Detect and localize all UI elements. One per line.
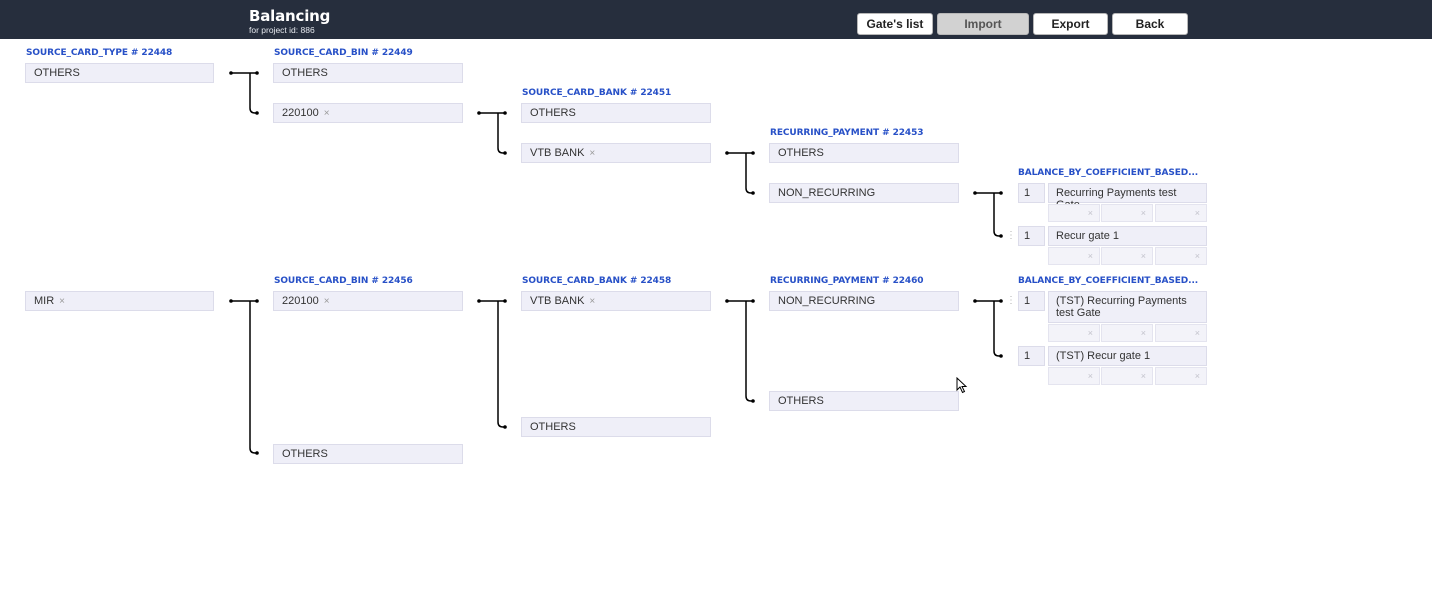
remove-icon[interactable]: × — [59, 296, 66, 307]
gate-name-field[interactable]: (TST) Recurring Payments test Gate — [1048, 291, 1207, 323]
remove-icon[interactable]: × — [1194, 328, 1200, 338]
remove-icon[interactable]: × — [1194, 371, 1200, 381]
gate-sub-field[interactable]: × — [1048, 367, 1100, 385]
gate-sub-field[interactable]: × — [1048, 324, 1100, 342]
gate-count-field[interactable]: 1 — [1018, 183, 1045, 203]
bank-value-field[interactable]: VTB BANK× — [521, 291, 711, 311]
bin-value-field[interactable]: 220100× — [273, 103, 463, 123]
gate-count-field[interactable]: 1 — [1018, 226, 1045, 246]
back-button[interactable]: Back — [1112, 13, 1188, 35]
recurring-others-field[interactable]: OTHERS — [769, 391, 959, 411]
balance-by-coefficient-label: BALANCE_BY_COEFFICIENT_BASED... — [1018, 276, 1199, 286]
remove-icon[interactable]: × — [1087, 371, 1093, 381]
remove-icon[interactable]: × — [1140, 371, 1146, 381]
remove-icon[interactable]: × — [589, 148, 596, 159]
project-id-subtitle: for project id: 886 — [249, 25, 315, 35]
gate-sub-field[interactable]: × — [1101, 367, 1153, 385]
remove-icon[interactable]: × — [323, 296, 330, 307]
import-button[interactable]: Import — [937, 13, 1029, 35]
gate-sub-field[interactable]: × — [1048, 247, 1100, 265]
gates-list-button[interactable]: Gate's list — [857, 13, 933, 35]
gate-sub-field[interactable]: × — [1101, 204, 1153, 222]
recurring-payment-label: RECURRING_PAYMENT # 22460 — [770, 276, 924, 286]
drag-handle-icon[interactable]: ⋮⋮ — [1006, 295, 1025, 306]
card-type-mir-field[interactable]: MIR× — [25, 291, 214, 311]
balance-by-coefficient-label: BALANCE_BY_COEFFICIENT_BASED... — [1018, 168, 1199, 178]
gate-count-field[interactable]: 1 — [1018, 291, 1045, 311]
bin-others-field[interactable]: OTHERS — [273, 63, 463, 83]
remove-icon[interactable]: × — [1087, 251, 1093, 261]
bin-others-field[interactable]: OTHERS — [273, 444, 463, 464]
gate-sub-field[interactable]: × — [1101, 324, 1153, 342]
remove-icon[interactable]: × — [1140, 251, 1146, 261]
remove-icon[interactable]: × — [1194, 208, 1200, 218]
page-title: Balancing — [249, 7, 331, 25]
bank-others-field[interactable]: OTHERS — [521, 417, 711, 437]
remove-icon[interactable]: × — [589, 296, 596, 307]
bank-others-field[interactable]: OTHERS — [521, 103, 711, 123]
remove-icon[interactable]: × — [323, 108, 330, 119]
gate-sub-field[interactable]: × — [1155, 367, 1207, 385]
top-bar: Balancing for project id: 886 Gate's lis… — [0, 0, 1432, 39]
gate-sub-field[interactable]: × — [1155, 204, 1207, 222]
source-card-bin-label: SOURCE_CARD_BIN # 22449 — [274, 48, 413, 58]
bank-value-field[interactable]: VTB BANK× — [521, 143, 711, 163]
recurring-payment-label: RECURRING_PAYMENT # 22453 — [770, 128, 924, 138]
remove-icon[interactable]: × — [1194, 251, 1200, 261]
card-type-others-field[interactable]: OTHERS — [25, 63, 214, 83]
gate-name-field[interactable]: Recurring Payments test Gate — [1048, 183, 1207, 211]
source-card-bin-label: SOURCE_CARD_BIN # 22456 — [274, 276, 413, 286]
export-button[interactable]: Export — [1033, 13, 1108, 35]
gate-sub-field[interactable]: × — [1155, 324, 1207, 342]
mouse-pointer-icon — [956, 377, 968, 394]
source-card-bank-label: SOURCE_CARD_BANK # 22451 — [522, 88, 672, 98]
remove-icon[interactable]: × — [1140, 208, 1146, 218]
gate-sub-field[interactable]: × — [1048, 204, 1100, 222]
remove-icon[interactable]: × — [1087, 208, 1093, 218]
gate-count-field[interactable]: 1 — [1018, 346, 1045, 366]
remove-icon[interactable]: × — [1087, 328, 1093, 338]
source-card-bank-label: SOURCE_CARD_BANK # 22458 — [522, 276, 672, 286]
recurring-value-field[interactable]: NON_RECURRING — [769, 291, 959, 311]
recurring-value-field[interactable]: NON_RECURRING — [769, 183, 959, 203]
gate-sub-field[interactable]: × — [1155, 247, 1207, 265]
recurring-others-field[interactable]: OTHERS — [769, 143, 959, 163]
gate-name-field[interactable]: Recur gate 1 — [1048, 226, 1207, 246]
drag-handle-icon[interactable]: ⋮⋮ — [1006, 230, 1025, 241]
gate-sub-field[interactable]: × — [1101, 247, 1153, 265]
source-card-type-label: SOURCE_CARD_TYPE # 22448 — [26, 48, 173, 58]
gate-name-field[interactable]: (TST) Recur gate 1 — [1048, 346, 1207, 366]
bin-value-field[interactable]: 220100× — [273, 291, 463, 311]
remove-icon[interactable]: × — [1140, 328, 1146, 338]
